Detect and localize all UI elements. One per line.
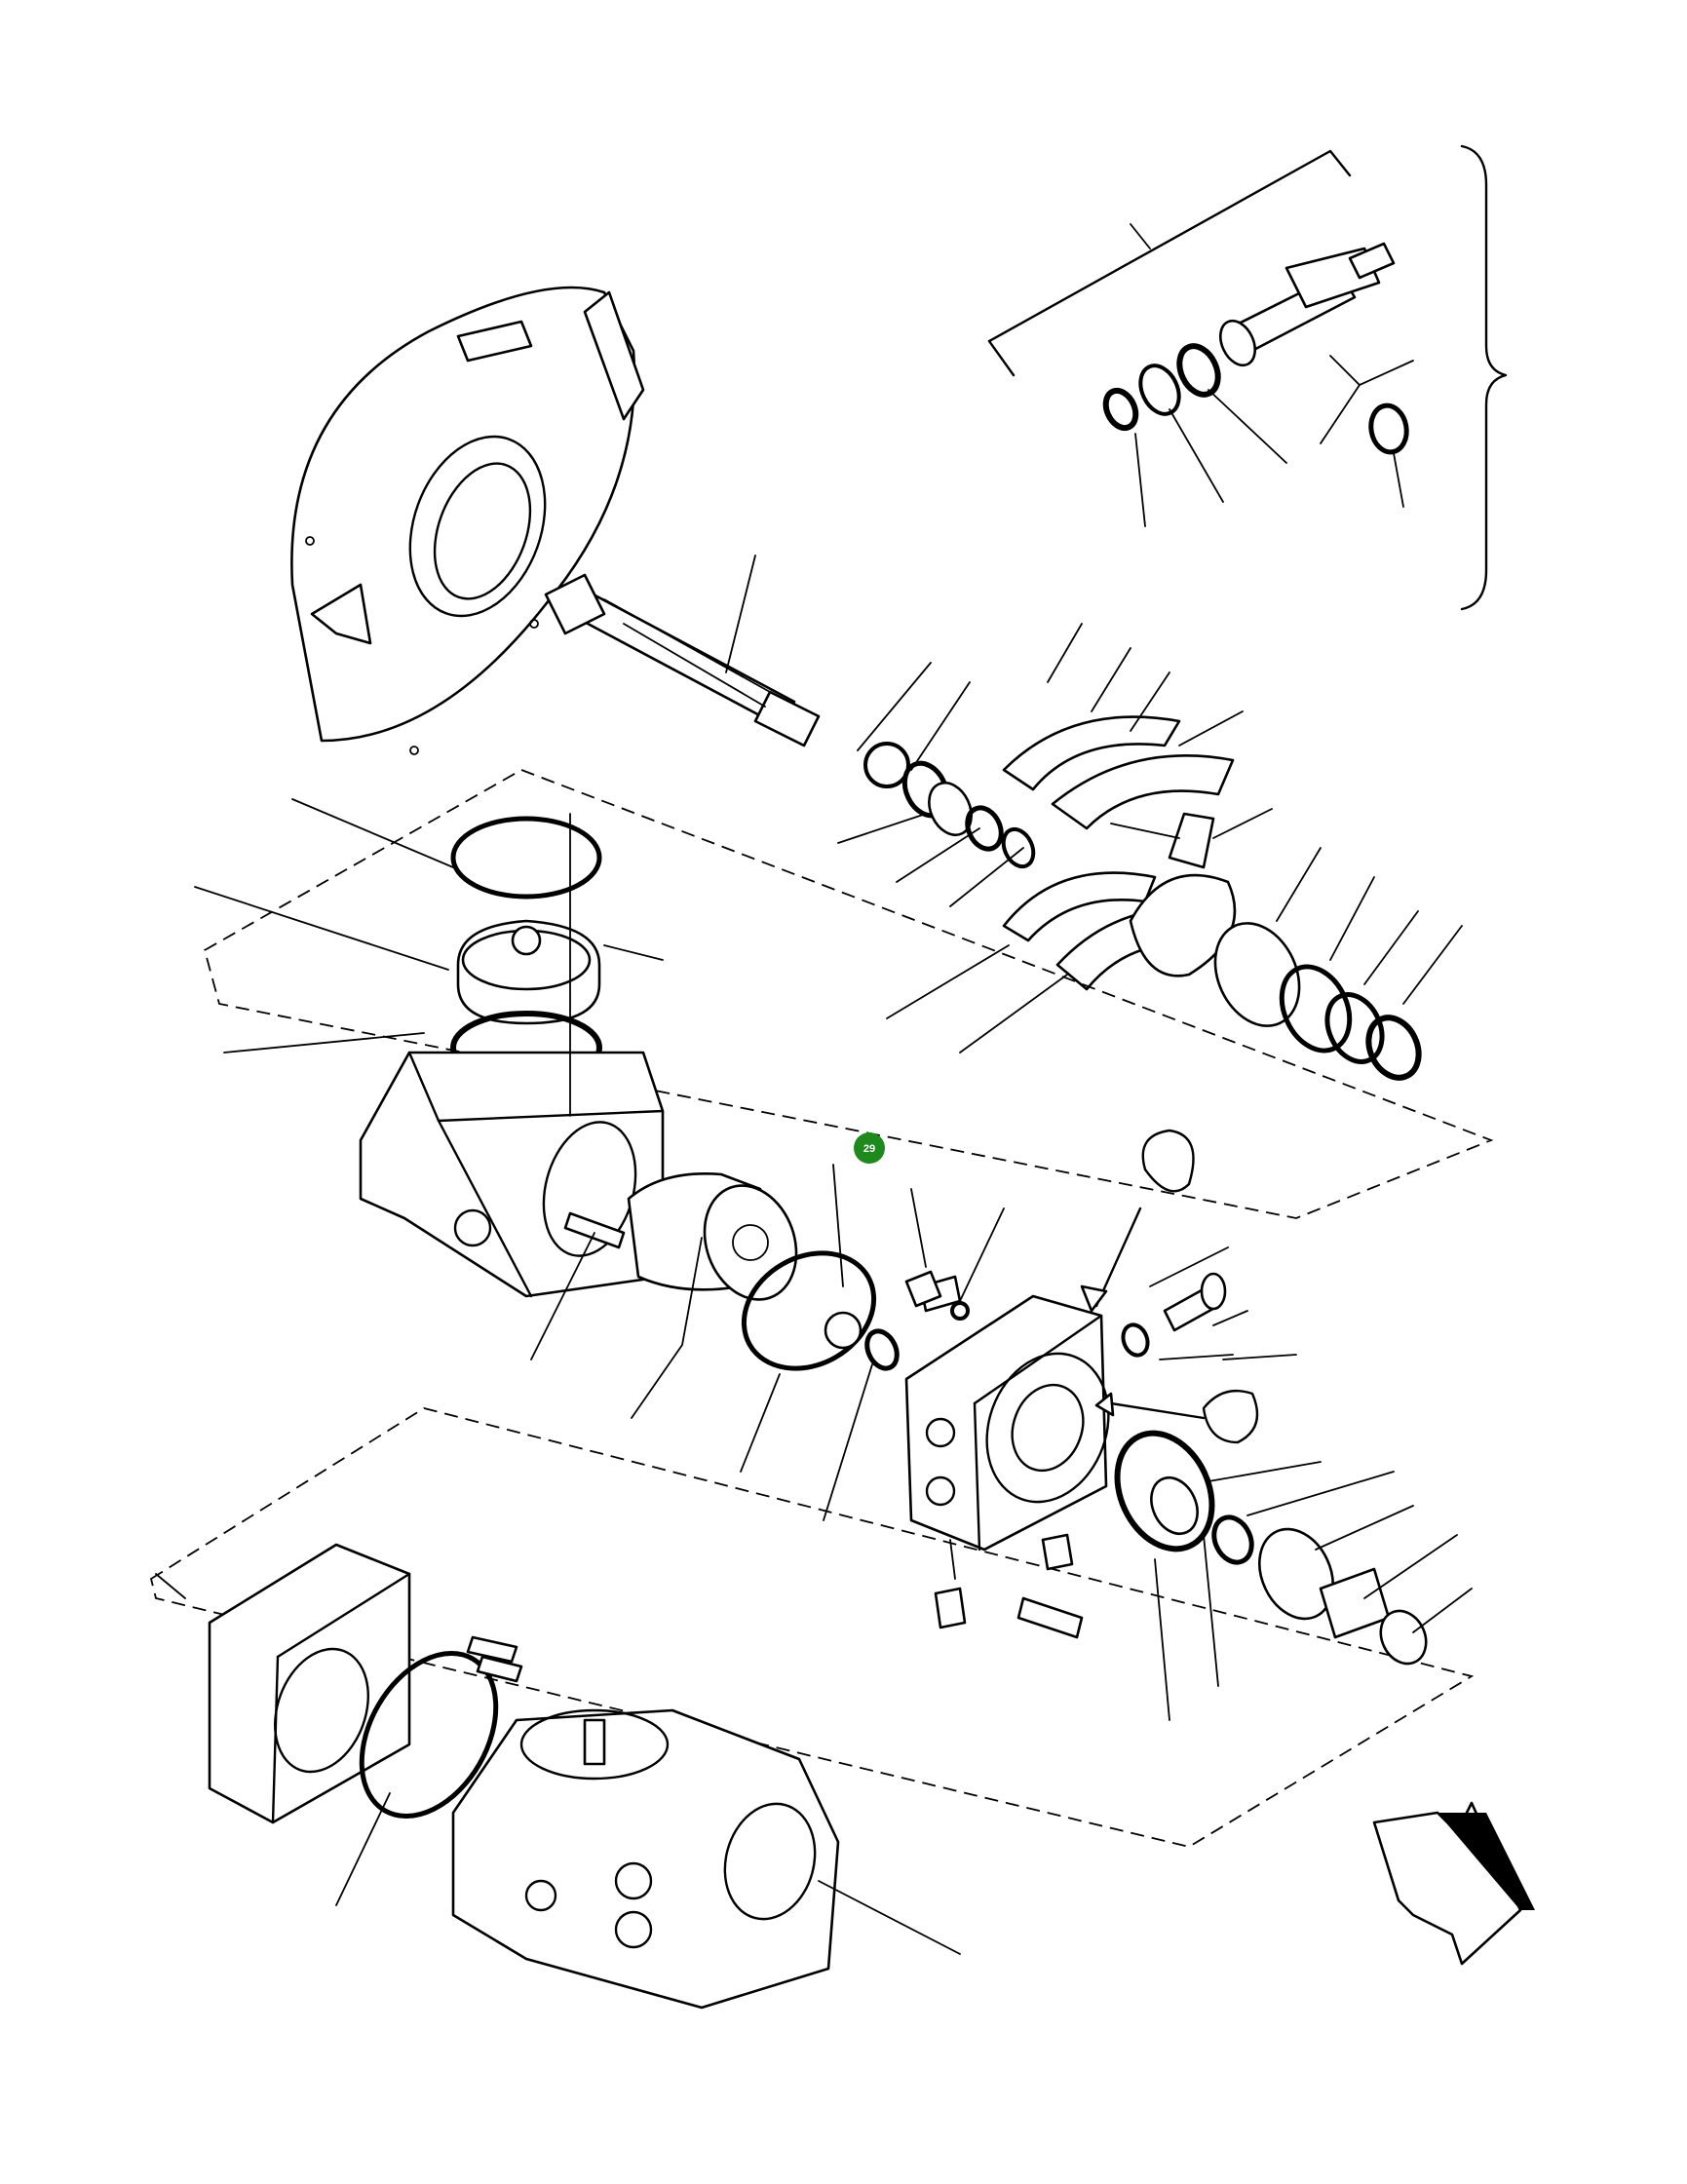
mounting-flange	[290, 286, 645, 755]
group-outline-lower	[149, 1407, 1475, 1848]
valve-fittings	[1114, 1246, 1473, 1721]
callout-29[interactable]: 29	[854, 1132, 885, 1164]
splined-drive-shaft	[544, 555, 821, 747]
callout-29-label: 29	[863, 1143, 875, 1155]
pump-housing-lower	[155, 1543, 961, 2010]
group-outline-upper	[203, 769, 1494, 1219]
bearing-assembly	[837, 623, 1463, 1081]
direction-arrow-icon	[1372, 1801, 1535, 1966]
callout-29-badge[interactable]	[854, 1132, 885, 1164]
shaft-seal-subassembly	[987, 144, 1508, 611]
valve-block	[904, 1129, 1259, 1639]
cylinder-rotating-group	[530, 1164, 900, 1521]
